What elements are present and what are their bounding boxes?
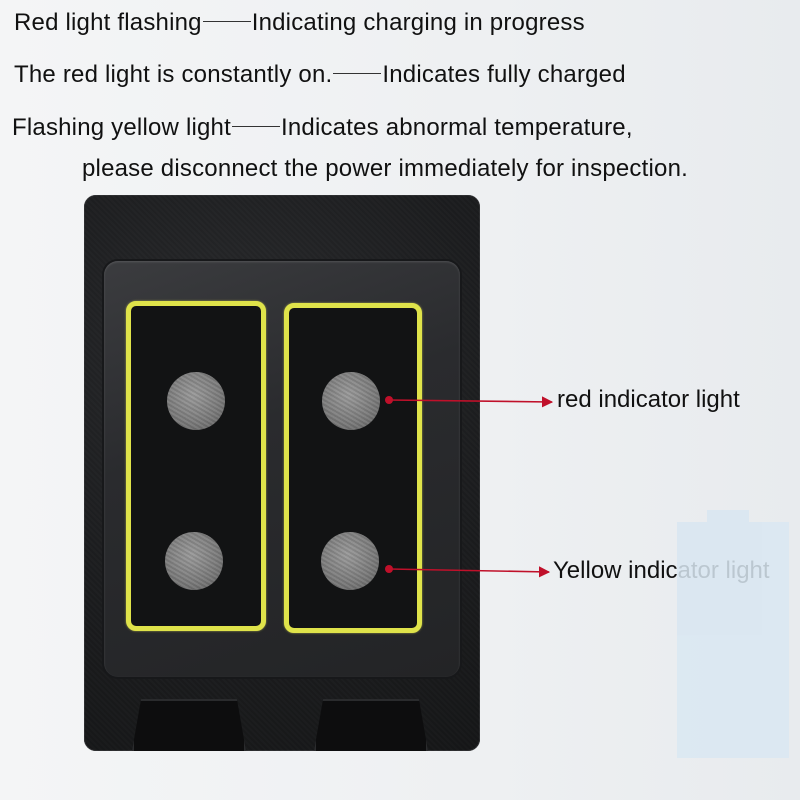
- dash-separator: [202, 21, 251, 23]
- meaning-text: Indicating charging in progress: [251, 9, 585, 36]
- dash-separator: [231, 126, 280, 128]
- meaning-text: Indicates abnormal temperature,: [280, 114, 633, 141]
- state-text: Red light flashing: [14, 9, 202, 36]
- meaning-text: Indicates fully charged: [382, 61, 626, 88]
- battery-cap: [707, 510, 749, 524]
- instruction-red-flashing: Red light flashing Indicating charging in…: [14, 9, 585, 37]
- indicator-dot-left-top: [167, 372, 225, 430]
- instruction-yellow-flashing: Flashing yellow light Indicates abnormal …: [12, 114, 633, 142]
- indicator-panel: [104, 261, 460, 677]
- left-indicator-window: [126, 301, 266, 631]
- device-foot-right: [314, 699, 428, 751]
- red-indicator-dot: [322, 372, 380, 430]
- red-indicator-callout-label: red indicator light: [557, 386, 740, 413]
- right-indicator-window: [284, 303, 422, 633]
- dash-separator: [333, 73, 382, 75]
- indicator-dot-left-bottom: [165, 532, 223, 590]
- battery-watermark-icon: [677, 510, 789, 758]
- state-text: Flashing yellow light: [12, 114, 231, 141]
- state-text: The red light is constantly on.: [14, 61, 333, 88]
- instruction-yellow-continuation: please disconnect the power immediately …: [82, 155, 688, 182]
- yellow-indicator-dot: [321, 532, 379, 590]
- device-foot-left: [132, 699, 246, 751]
- charger-device-photo: [84, 195, 480, 751]
- instruction-red-constant: The red light is constantly on. Indicates…: [14, 61, 626, 89]
